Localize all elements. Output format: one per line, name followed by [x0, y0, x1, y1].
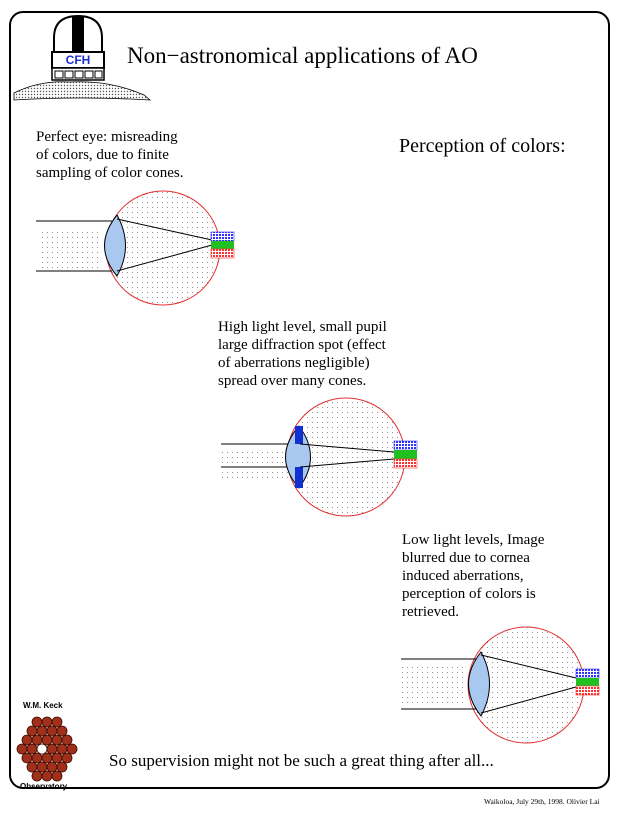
caption-perfect-eye: Perfect eye: misreading of colors, due t… — [36, 129, 184, 181]
footer-remark: So supervision might not be such a great… — [109, 751, 494, 770]
slide-frame — [9, 11, 610, 789]
keck-logo-top-text: W.M. Keck — [23, 701, 63, 710]
slide-title: Non−astronomical applications of AO — [127, 43, 478, 68]
keck-logo-bottom-text: Observatory — [20, 782, 68, 791]
caption-low-light: Low light levels, Image blurred due to c… — [402, 532, 545, 620]
cfh-logo-text: CFH — [65, 53, 91, 67]
credit-line: Waikoloa, July 29th, 1998. Olivier Lai — [484, 797, 600, 806]
section-heading: Perception of colors: — [399, 135, 566, 157]
caption-high-light: High light level, small pupil large diff… — [218, 319, 387, 389]
